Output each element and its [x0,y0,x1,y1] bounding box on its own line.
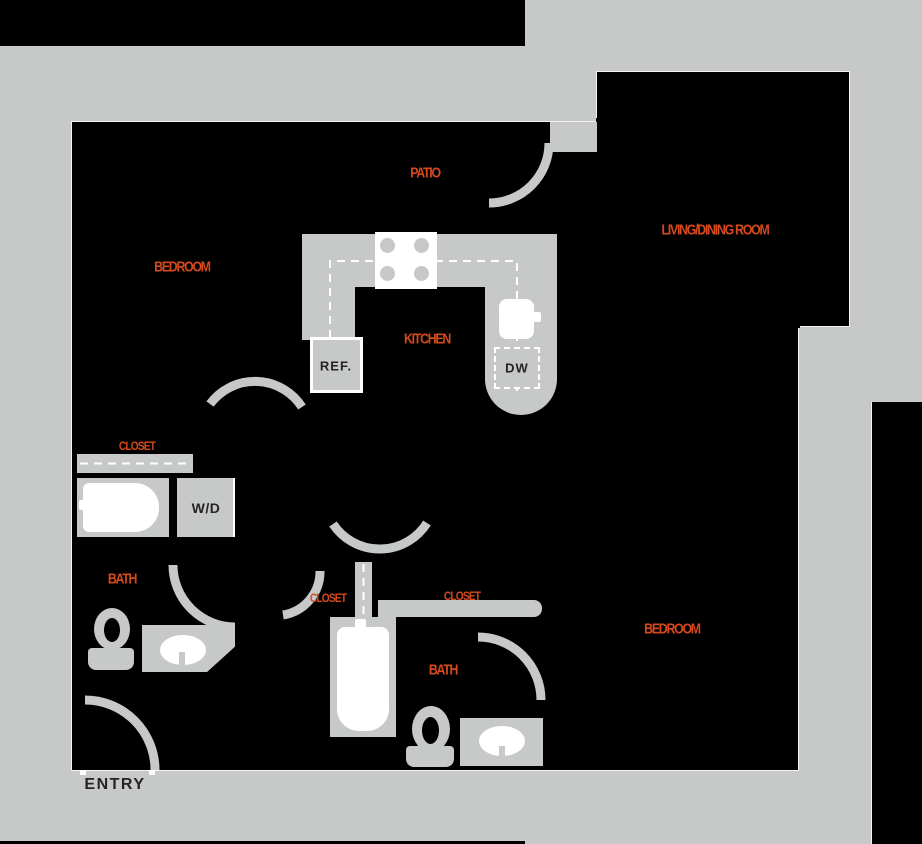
vanity2-faucet [499,746,505,762]
room-label-bath1: BATH [107,570,138,588]
stove-burner [380,266,395,281]
stove [375,232,437,289]
closet3-shelf [378,600,542,617]
label-dishwasher: DW [505,360,529,376]
room-label-closet2: CLOSET [309,591,347,605]
kitchen-counter-left [302,287,355,340]
toilet2-bowl-hole [422,717,439,744]
label-entry: ENTRY [84,776,146,793]
wall-stub-kitchen [550,122,597,152]
refrigerator-box [310,337,363,393]
bathtub1-faucet [79,500,88,510]
label-refrigerator: REF. [319,358,353,374]
kitchen-sink [499,299,534,339]
room-label-bath2: BATH [428,661,459,679]
kitchen-sink-handle [532,312,541,322]
label-washer-dryer: W/D [191,500,221,516]
dishwasher-box [494,347,540,389]
washer-dryer-box [177,478,235,537]
toilet2-tank [406,746,454,767]
room-label-bedroom1: BEDROOM [154,258,211,276]
room-label-living-dining: LIVING/DINING ROOM [661,221,769,239]
room-label-closet1: CLOSET [118,439,156,453]
bathtub1-basin [83,483,159,532]
toilet1-bowl-hole [104,618,120,642]
bathtub2-basin [337,627,389,731]
closet2-rod-vertical [355,562,372,618]
room-label-closet3: CLOSET [443,589,481,603]
room-label-kitchen: KITCHEN [403,330,451,348]
bathtub2-faucet [355,619,366,633]
unit-seam-patch [596,118,800,328]
toilet1-tank [88,648,134,670]
room-label-bedroom2: BEDROOM [644,620,701,638]
stove-burner [414,238,429,253]
closet1-shelf [77,454,193,473]
room-label-patio: PATIO [410,164,441,182]
stove-burner [414,266,429,281]
stove-burner [380,238,395,253]
vanity1-faucet [179,652,185,667]
